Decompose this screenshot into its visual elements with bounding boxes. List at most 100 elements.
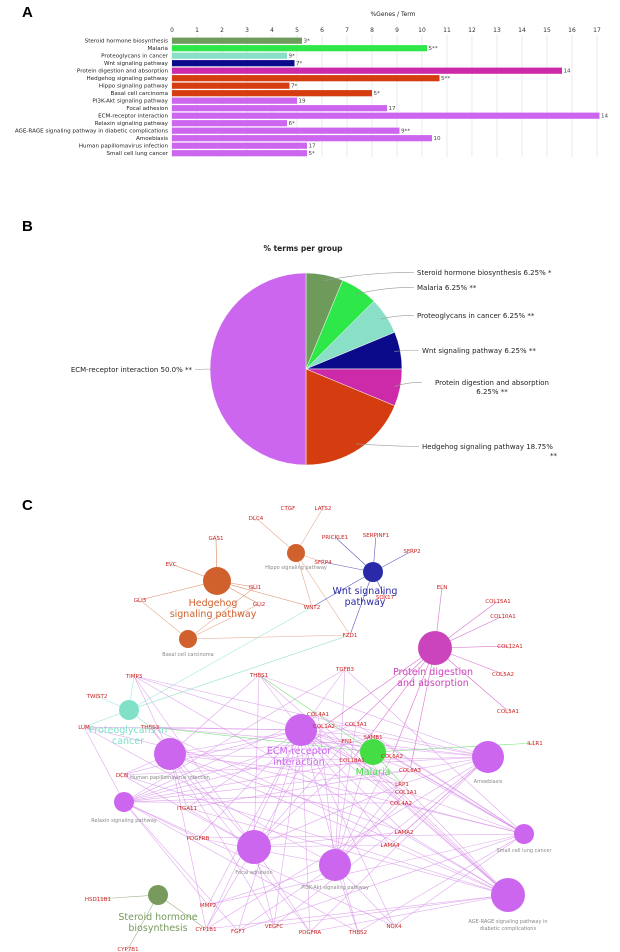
category-label: Wnt signaling pathway [104,61,169,67]
bar-value-label: 7* [296,61,303,67]
bar [172,112,600,119]
pie-leader-line [380,315,415,320]
term-label: Basal cell carcinoma [162,652,213,658]
bar [172,45,427,52]
gene-node [342,666,348,672]
term-label: Hippo signaling pathway [265,565,327,571]
bar-value-label: 7* [291,83,298,89]
gene-node [344,738,350,744]
network-edge [139,599,189,640]
network-edge [391,647,436,757]
term-node [154,738,186,770]
bar [172,127,400,134]
gene-node [399,781,405,787]
term-node [114,792,134,812]
gene-label: PDGFRA [299,930,322,936]
network-edge [317,713,336,866]
x-tick-label: 14 [518,27,526,34]
gene-label: FZD1 [343,633,358,639]
gene-node [203,926,209,932]
gene-label: PRICKLE1 [322,535,348,541]
gene-node [168,561,174,567]
network-edge [123,801,395,927]
gene-node [119,772,125,778]
network-edge [295,552,313,608]
gene-label: LAMA4 [381,843,400,849]
gene-label: EVC [165,562,176,568]
network-edge [169,753,403,785]
network-edge [334,723,357,866]
gene-node [398,800,404,806]
gene-node [307,929,313,935]
x-tick-label: 1 [195,27,199,34]
x-tick-label: 15 [543,27,551,34]
network-edge [389,844,509,896]
gene-node [495,598,501,604]
network-edge [128,606,313,711]
category-label: Relaxin signaling pathway [95,121,169,127]
x-tick-label: 2 [220,27,224,34]
gene-node [353,721,359,727]
term-node [472,741,504,773]
x-tick-label: 7 [345,27,349,34]
gene-node [94,693,100,699]
gene-node [409,548,415,554]
category-label: Basal cell carcinoma [111,91,169,97]
network-edge [123,769,411,803]
bar-value-label: 5* [309,151,316,157]
network-edge [187,586,256,640]
gene-node [320,505,326,511]
network-edge [123,736,374,803]
network-edge [133,675,302,731]
gene-label: DLC4 [249,516,264,522]
category-label: Malaria [147,46,168,52]
gene-label: CYP1B1 [195,927,216,933]
gene-label: SERPINF1 [363,533,390,539]
gene-label: GLI3 [134,598,147,604]
network-edge [121,774,255,848]
network-edge [237,833,525,932]
gene-node [285,505,291,511]
network-edge [128,634,351,711]
gene-label: SOX17 [376,595,395,601]
gene-label: SFRP4 [314,560,332,566]
network-edge [121,756,489,776]
gene-label: COL5A1 [497,709,519,715]
pie-slice-label: Steroid hormone biosynthesis 6.25% * [417,269,552,277]
pie-slice-label: ECM-receptor interaction 50.0% ** [71,366,193,374]
network-edge [169,740,348,755]
gene-label: COL12A1 [497,644,523,650]
gene-node [373,532,379,538]
gene-label: SFRP2 [403,549,420,555]
network-edge [357,833,525,933]
gene-node [125,946,131,952]
network-edge [123,801,199,839]
gene-node [391,923,397,929]
network-edge [403,831,509,896]
gene-label: COL10A1 [490,614,516,620]
bar-value-label: 5** [429,46,438,52]
group-hub-node [203,567,231,595]
network-edge [273,729,302,927]
category-label: Protein digestion and absorption [77,68,169,74]
gene-node [320,559,326,565]
gene-label: ELN [437,585,448,591]
category-label: AGE-RAGE signaling pathway in diabetic c… [15,128,168,134]
gene-node [532,740,538,746]
network-edge [186,756,489,809]
network-edge [253,674,260,848]
gene-node [309,604,315,610]
gene-node [256,672,262,678]
gene-label: COL1A2 [313,724,335,730]
pie-chart: % terms per group Steroid hormone biosyn… [71,244,558,466]
bar [172,150,307,157]
bar [172,37,302,44]
network-edge [123,801,402,804]
network-edge [205,894,509,930]
network-edge [121,774,509,896]
bar-value-label: 3* [304,38,311,44]
